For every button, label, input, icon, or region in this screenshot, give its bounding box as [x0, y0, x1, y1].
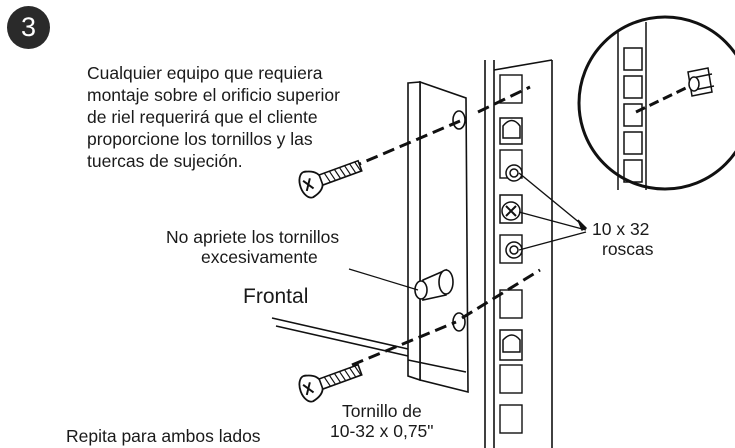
alignment-pin	[414, 268, 454, 301]
note-top-line-5: tuercas de sujeción.	[87, 151, 243, 171]
repeat-note: Repita para ambos lados	[66, 426, 261, 446]
torque-note-line-1: No apriete los tornillos	[166, 227, 340, 247]
note-top-line-4: proporcione los tornillos y las	[87, 129, 313, 149]
note-top-line-2: montaje sobre el orificio superior	[87, 85, 340, 105]
screw-icon	[295, 152, 366, 202]
torque-note-line-2: excesivamente	[201, 247, 318, 267]
note-top-line-3: de riel requerirá que el cliente	[87, 107, 318, 127]
step-number-badge: 3	[7, 6, 50, 49]
threads-label-line-2: roscas	[602, 239, 654, 259]
equipment-bracket	[271, 80, 469, 394]
cage-nut-icon	[499, 117, 523, 361]
screw-label-line-1: Tornillo de	[342, 401, 422, 421]
note-top-line-1: Cualquier equipo que requiera	[87, 63, 323, 83]
front-label: Frontal	[243, 285, 309, 308]
detail-circle	[577, 15, 735, 191]
screw-label-line-2: 10-32 x 0,75"	[330, 421, 434, 441]
threads-label-line-1: 10 x 32	[592, 219, 650, 239]
